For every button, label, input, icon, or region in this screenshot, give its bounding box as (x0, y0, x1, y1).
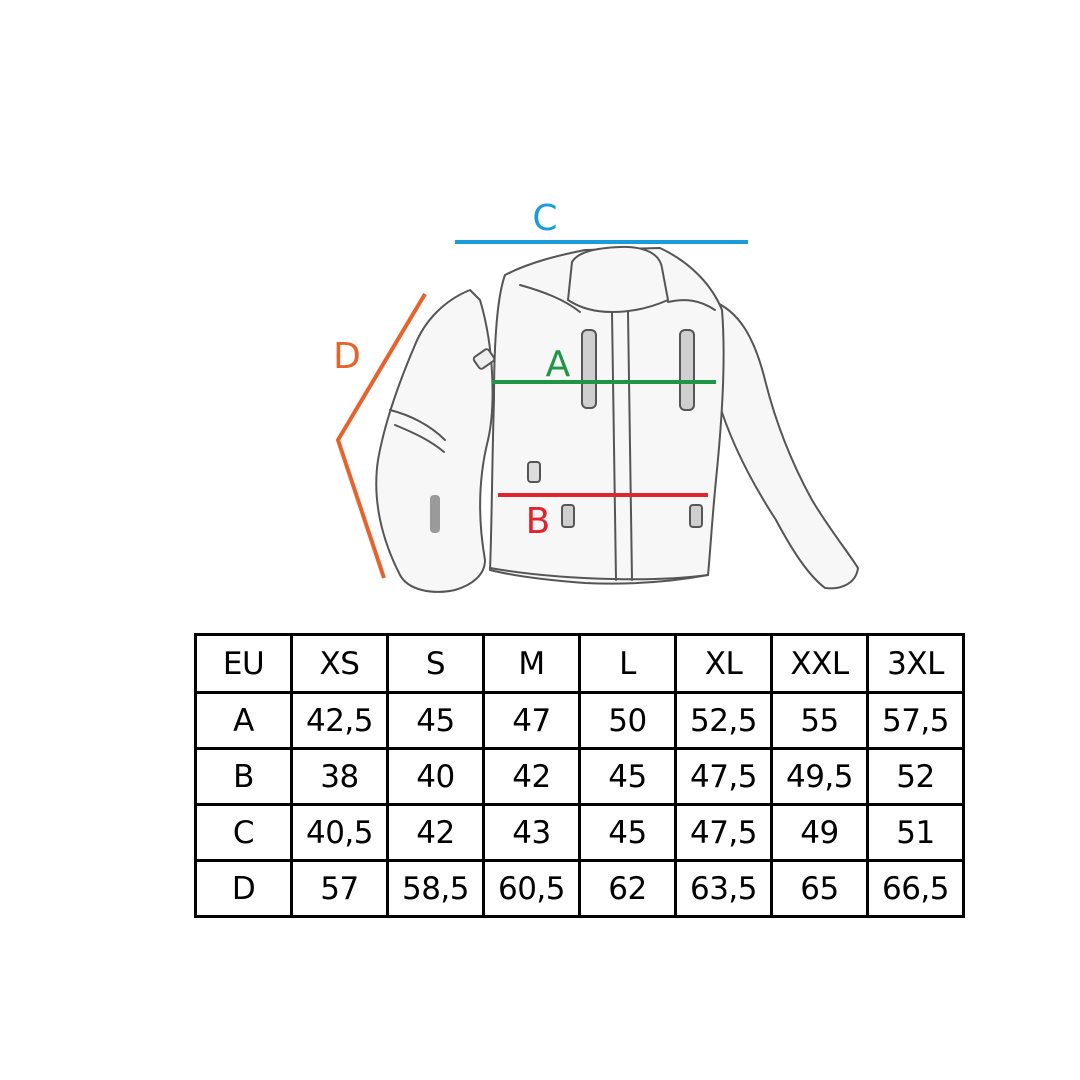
table-cell: 60,5 (482, 859, 581, 918)
table-cell: 47,5 (674, 803, 773, 862)
jacket-measurement-diagram: C A B D (333, 198, 859, 593)
table-cell: 55 (770, 691, 869, 750)
table-row: B 38 40 42 45 47,5 49,5 52 (194, 747, 965, 806)
table-cell: 42 (482, 747, 581, 806)
header-cell: EU (194, 633, 293, 694)
table-cell: 38 (290, 747, 389, 806)
header-cell: XL (674, 633, 773, 694)
table-cell: C (194, 803, 293, 862)
table-row: A 42,5 45 47 50 52,5 55 57,5 (194, 691, 965, 750)
table-cell: 47,5 (674, 747, 773, 806)
table-cell: 45 (578, 747, 677, 806)
table-cell: 62 (578, 859, 677, 918)
table-cell: 45 (578, 803, 677, 862)
measure-label-c: C (532, 198, 557, 239)
header-cell: XXL (770, 633, 869, 694)
measure-label-d: D (333, 336, 361, 377)
table-cell: 63,5 (674, 859, 773, 918)
size-chart-table: EU XS S M L XL XXL 3XL A 42,5 45 47 50 5… (194, 633, 965, 918)
table-cell: 52,5 (674, 691, 773, 750)
measure-label-a: A (546, 344, 571, 385)
table-cell: 47 (482, 691, 581, 750)
table-cell: 57 (290, 859, 389, 918)
table-cell: 58,5 (386, 859, 485, 918)
table-cell: 45 (386, 691, 485, 750)
header-cell: L (578, 633, 677, 694)
table-row: D 57 58,5 60,5 62 63,5 65 66,5 (194, 859, 965, 918)
table-header-row: EU XS S M L XL XXL 3XL (194, 633, 965, 694)
header-cell: 3XL (866, 633, 965, 694)
header-cell: S (386, 633, 485, 694)
table-cell: 40,5 (290, 803, 389, 862)
header-cell: M (482, 633, 581, 694)
jacket-sketch (375, 245, 859, 593)
table-row: C 40,5 42 43 45 47,5 49 51 (194, 803, 965, 862)
table-cell: 65 (770, 859, 869, 918)
table-cell: 57,5 (866, 691, 965, 750)
header-cell: XS (290, 633, 389, 694)
table-cell: A (194, 691, 293, 750)
table-cell: 40 (386, 747, 485, 806)
table-cell: 49 (770, 803, 869, 862)
table-cell: 49,5 (770, 747, 869, 806)
table-cell: 43 (482, 803, 581, 862)
table-cell: B (194, 747, 293, 806)
table-cell: 66,5 (866, 859, 965, 918)
table-cell: 42,5 (290, 691, 389, 750)
measure-line-d (335, 292, 427, 579)
table-cell: 52 (866, 747, 965, 806)
table-cell: 50 (578, 691, 677, 750)
measure-label-b: B (526, 501, 551, 542)
table-cell: D (194, 859, 293, 918)
table-cell: 42 (386, 803, 485, 862)
table-cell: 51 (866, 803, 965, 862)
